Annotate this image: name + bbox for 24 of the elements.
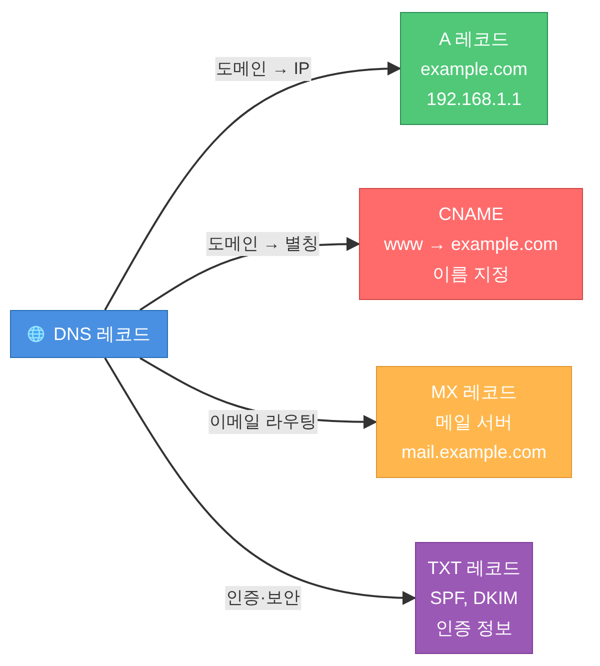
record-box — [376, 366, 572, 478]
node-text: A 레코드 — [438, 28, 509, 50]
node-text: TXT 레코드 — [428, 557, 520, 580]
node-text: 이름 지정 — [432, 263, 510, 286]
record-box — [400, 12, 548, 125]
edge-label: 도메인 → 별칭 — [206, 232, 320, 256]
node-text: SPF, DKIM — [430, 587, 518, 610]
edge-label: 도메인 → IP — [215, 56, 311, 80]
node-text: CNAME — [438, 203, 504, 226]
record-box — [415, 542, 533, 654]
node-text: DNS 레코드 — [53, 323, 150, 346]
root-box — [10, 310, 168, 358]
edge-label: 이메일 라우팅 — [208, 410, 318, 434]
node-text: mail.example.com — [401, 441, 547, 464]
node-text: MX 레코드 — [430, 381, 517, 404]
node-text: 192.168.1.1 — [426, 88, 522, 110]
edge-label: 인증·보안 — [225, 586, 301, 610]
node-text: www → example.com — [384, 233, 558, 256]
node-text: 메일 서버 — [435, 411, 512, 434]
arrow — [104, 62, 402, 310]
record-box — [359, 188, 583, 300]
arrow — [104, 357, 416, 604]
node-text: 인증 정보 — [435, 617, 512, 640]
node-text: example.com — [420, 58, 528, 81]
